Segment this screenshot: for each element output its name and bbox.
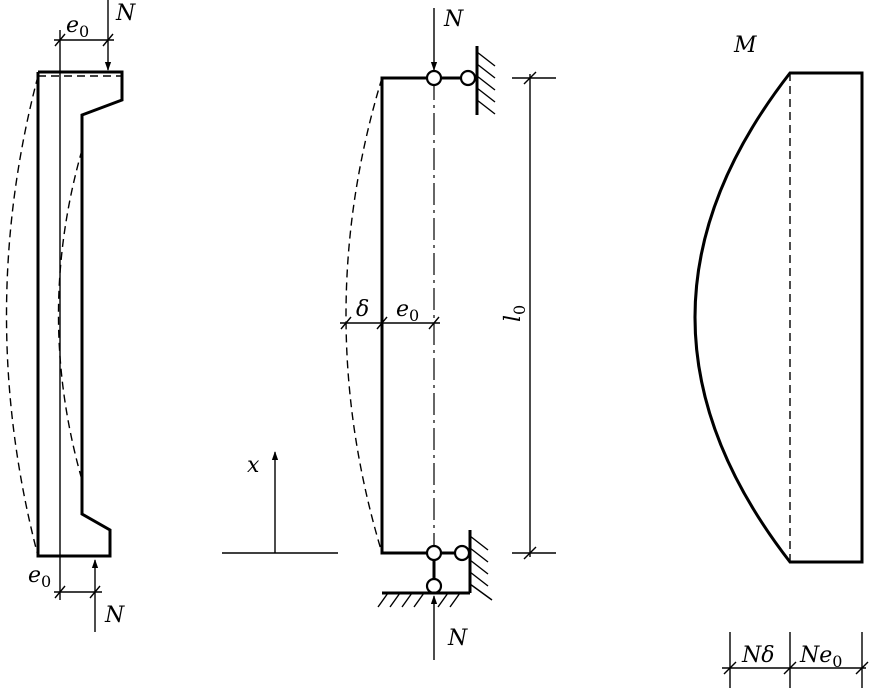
moment-diagram [693,71,869,688]
bottom-ground-hatch [377,592,461,608]
deflected-shape-inner [57,149,83,481]
column-body [380,76,434,555]
bottom-roller-pin [453,544,471,562]
bottom-pin [425,544,443,562]
label-N-bottom-middle: N [447,626,468,651]
label-M: M [733,33,757,58]
label-N-bottom-left: N [104,603,125,628]
label-Ne0: Ne0 [799,643,842,671]
label-delta: δ [356,297,369,322]
bottom-wall-hatch [469,535,493,601]
label-N-delta: Nδ [741,643,775,668]
deflected-shape [345,77,383,554]
x-axis-symbol [222,451,338,554]
bottom-support-pin [425,577,443,595]
moment-outline [693,71,864,564]
column-outline [36,70,124,558]
top-wall-hatch [476,51,496,115]
label-N-top-left: N [115,1,136,26]
label-e0-bottom: e0 [28,563,51,591]
label-N-top-middle: N [443,7,464,32]
label-l0: l0 [501,305,529,322]
label-e0-middle: e0 [396,297,419,325]
corbel-column [5,0,124,632]
label-e0-top: e0 [66,13,89,41]
top-roller-pin [459,69,477,87]
label-x: x [247,453,260,478]
top-pin [425,69,443,87]
pin-ended-column [340,8,556,660]
deflected-shape-outer [5,75,39,557]
